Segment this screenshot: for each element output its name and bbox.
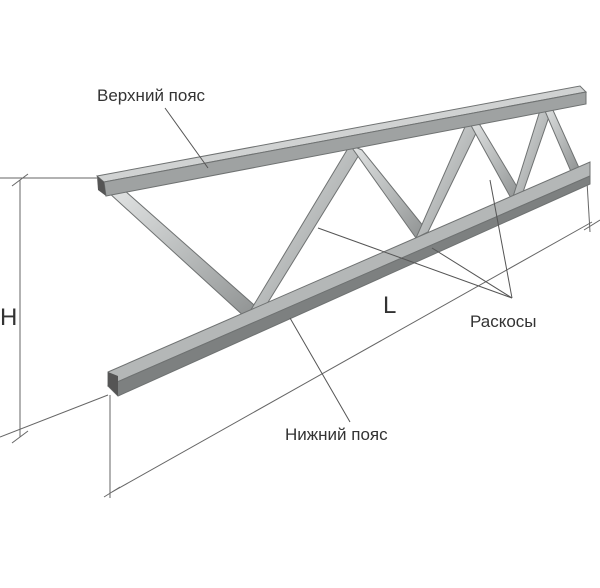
length-dimension-line: [111, 221, 593, 493]
dimension-lines: [0, 164, 600, 498]
top-chord: [95, 85, 588, 197]
diagonals-label: Раскосы: [470, 312, 537, 331]
height-label: H: [0, 304, 18, 331]
length-label: L: [383, 292, 397, 319]
bottom-chord: [107, 161, 591, 397]
top-chord-label: Верхний пояс: [97, 86, 206, 105]
leader-lines: [164, 107, 513, 423]
bottom-chord-label: Нижний пояс: [285, 425, 388, 444]
